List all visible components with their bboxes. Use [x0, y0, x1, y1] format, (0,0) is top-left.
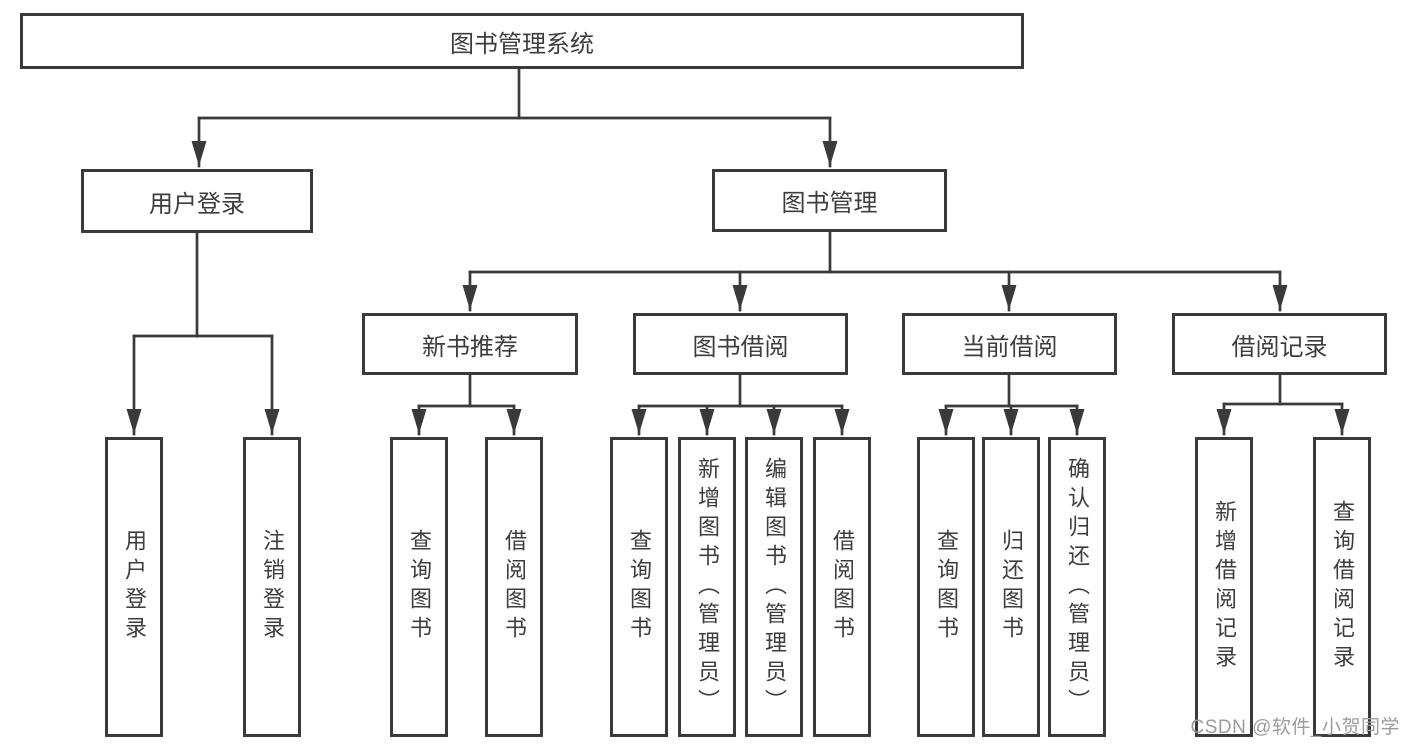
leaf-logout: 注销登录: [243, 437, 301, 737]
leaf-borrow-books-label: 借阅图书: [830, 529, 855, 645]
node-book-borrow: 图书借阅: [633, 313, 848, 375]
leaf-borrow-books-recommend: 借阅图书: [485, 437, 543, 737]
leaf-query-books-borrow-label: 查询图书: [627, 529, 652, 645]
leaf-user-login: 用户登录: [105, 437, 163, 737]
leaf-confirm-return-admin-label: 确认归还（管理员）: [1065, 456, 1090, 718]
leaf-query-books-recommend-label: 查询图书: [407, 529, 432, 645]
node-current-borrow: 当前借阅: [902, 313, 1117, 375]
leaf-query-books-current: 查询图书: [917, 437, 975, 737]
node-book-management: 图书管理: [712, 169, 947, 232]
leaf-borrow-books: 借阅图书: [813, 437, 871, 737]
leaf-query-books-current-label: 查询图书: [934, 529, 959, 645]
leaf-confirm-return-admin: 确认归还（管理员）: [1048, 437, 1106, 737]
csdn-watermark: CSDN @软件_小贺同学: [1190, 717, 1400, 738]
leaf-query-books-recommend: 查询图书: [390, 437, 448, 737]
leaf-return-book: 归还图书: [982, 437, 1040, 737]
leaf-query-books-borrow: 查询图书: [610, 437, 668, 737]
leaf-borrow-books-recommend-label: 借阅图书: [502, 529, 527, 645]
leaf-query-borrow-record: 查询借阅记录: [1313, 437, 1371, 737]
leaf-add-book-admin-label: 新增图书（管理员）: [695, 456, 720, 718]
leaf-return-book-label: 归还图书: [999, 529, 1024, 645]
leaf-add-borrow-record-label: 新增借阅记录: [1212, 500, 1237, 674]
leaf-query-borrow-record-label: 查询借阅记录: [1330, 500, 1355, 674]
leaf-add-borrow-record: 新增借阅记录: [1195, 437, 1253, 737]
leaf-logout-label: 注销登录: [260, 529, 285, 645]
node-new-book-recommend: 新书推荐: [362, 313, 578, 375]
node-root: 图书管理系统: [20, 13, 1024, 69]
leaf-user-login-label: 用户登录: [122, 529, 147, 645]
node-borrow-records: 借阅记录: [1172, 313, 1387, 375]
leaf-add-book-admin: 新增图书（管理员）: [678, 437, 736, 737]
node-user-login: 用户登录: [81, 169, 313, 233]
leaf-edit-book-admin: 编辑图书（管理员）: [745, 437, 803, 737]
leaf-edit-book-admin-label: 编辑图书（管理员）: [762, 456, 787, 718]
